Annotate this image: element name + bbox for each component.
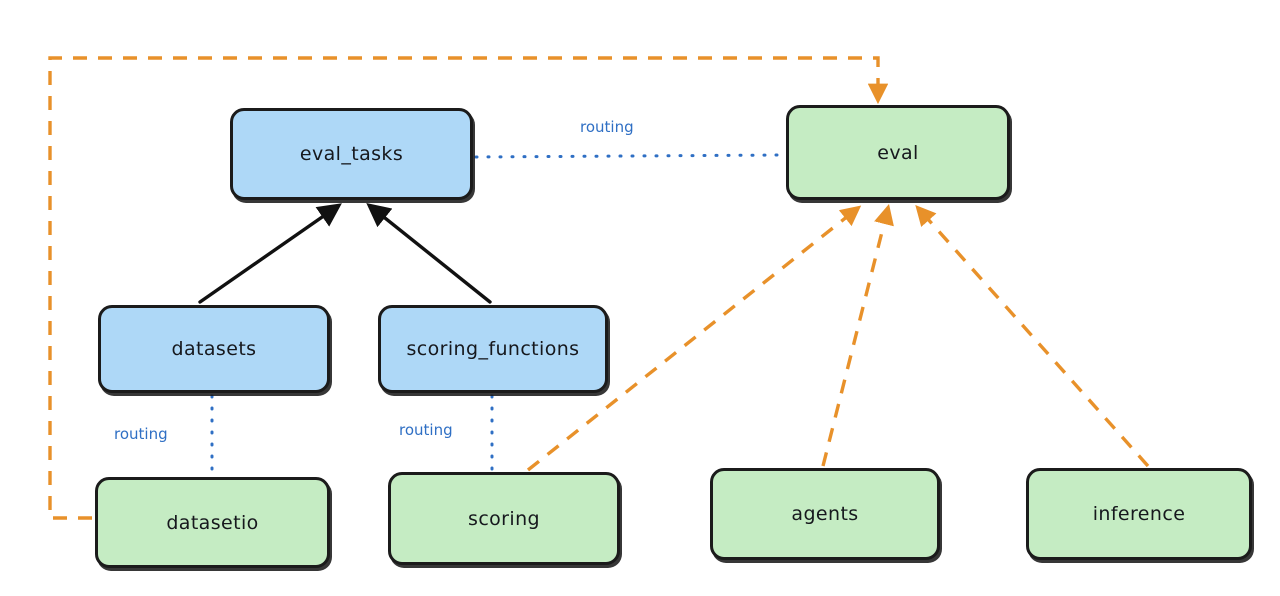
node-label-scoring: scoring <box>468 507 540 530</box>
edge-datasetio-to-eval <box>48 56 889 520</box>
node-label-eval-tasks: eval_tasks <box>299 143 404 165</box>
node-label-inference: inference <box>1092 503 1186 525</box>
node-eval-tasks[interactable]: eval_tasks <box>230 108 473 200</box>
node-datasets[interactable]: datasets <box>98 305 330 393</box>
solid-edges <box>198 203 492 304</box>
routing-edges <box>210 153 785 476</box>
node-label-agents: agents <box>791 503 859 525</box>
dependency-edges <box>48 56 1150 520</box>
edge-inference-to-eval <box>915 204 1150 468</box>
edge-label-routing-datasets: routing <box>111 425 171 443</box>
edge-scoring-functions-to-eval-tasks <box>366 203 492 304</box>
node-scoring[interactable]: scoring <box>388 472 620 565</box>
edge-scoring-to-eval <box>526 205 862 472</box>
node-datasetio[interactable]: datasetio <box>95 477 330 568</box>
edge-label-routing-scoring-functions: routing <box>396 421 456 439</box>
node-scoring-functions[interactable]: scoring_functions <box>378 305 608 393</box>
edge-label-routing-eval-tasks: routing <box>577 118 637 136</box>
node-label-eval: eval <box>877 141 919 164</box>
edge-datasets-to-eval-tasks <box>198 203 342 304</box>
node-inference[interactable]: inference <box>1026 468 1252 560</box>
node-label-datasetio: datasetio <box>166 511 259 534</box>
node-label-datasets: datasets <box>171 338 257 360</box>
node-agents[interactable]: agents <box>710 468 940 560</box>
edge-agents-to-eval <box>821 204 894 467</box>
node-eval[interactable]: eval <box>786 105 1010 200</box>
node-label-scoring-functions: scoring_functions <box>406 338 580 360</box>
edge-eval-tasks-to-eval <box>474 153 785 159</box>
